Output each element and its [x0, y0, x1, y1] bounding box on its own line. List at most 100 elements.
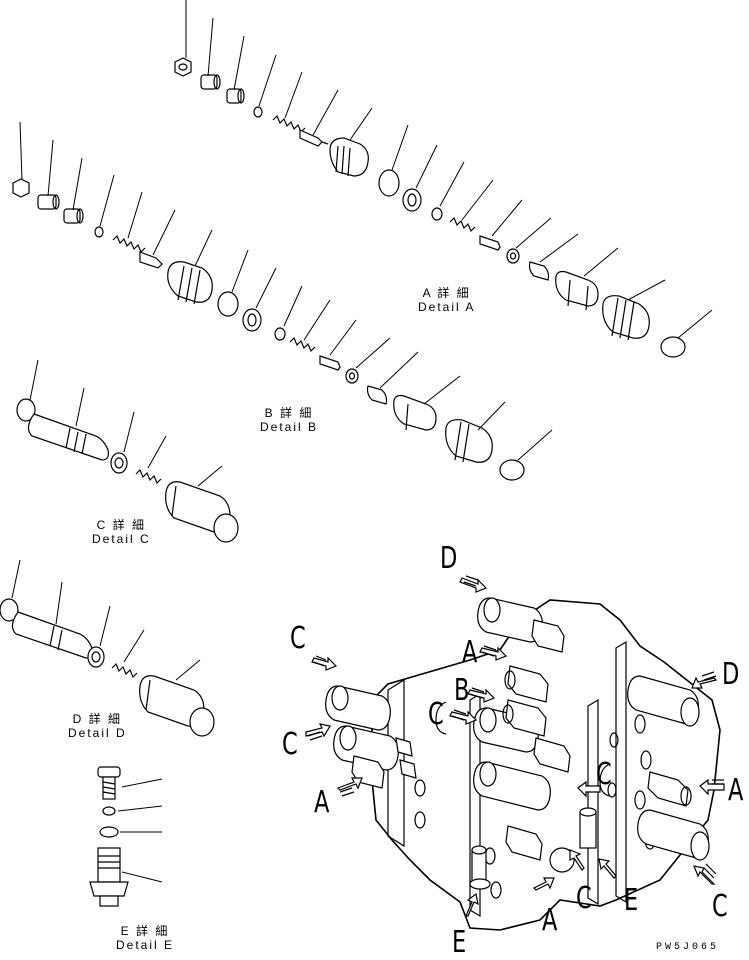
cartridge-part	[393, 394, 437, 431]
arrow-b	[467, 687, 496, 703]
nut-part	[174, 57, 192, 77]
arrow-c-left	[305, 723, 331, 741]
callout-arrows	[305, 575, 725, 917]
arrow-e-bottom	[465, 892, 479, 917]
spring-part	[111, 662, 138, 679]
bushing-part	[63, 208, 84, 224]
callout-a-right: A	[728, 773, 744, 808]
o-ring-part	[660, 336, 686, 358]
detail-a-en: Detail A	[418, 300, 476, 314]
arrow-c-bottom-right	[693, 863, 717, 885]
detail-a-parts	[174, 0, 713, 358]
arrow-c-left-top	[311, 655, 338, 671]
detail-e-parts	[89, 766, 163, 907]
arrow-c-bottom	[569, 849, 585, 871]
arrow-a-right	[699, 778, 725, 796]
ring-part	[431, 207, 443, 221]
callout-c-bottom-right: C	[712, 889, 728, 924]
detail-c-jp: C 詳 細	[96, 518, 147, 532]
detail-b-en: Detail B	[260, 420, 319, 434]
callout-c-left: C	[282, 727, 298, 762]
washer-part	[402, 188, 422, 212]
cartridge-part	[555, 270, 599, 311]
callout-a-mid: A	[462, 635, 478, 670]
plugs-e	[469, 807, 597, 890]
callout-b: B	[454, 673, 470, 708]
poppet-part	[299, 129, 329, 147]
washer-part	[506, 248, 520, 264]
callout-e-bottom: E	[452, 925, 467, 960]
bolt-part	[97, 766, 121, 800]
detail-c-label: C 詳 細 Detail C	[92, 518, 151, 546]
detail-b-parts	[12, 121, 553, 481]
arrow-c-mid	[449, 709, 478, 725]
cap-part	[165, 481, 239, 543]
arrow-a-left	[336, 777, 363, 797]
poppet-part	[139, 251, 163, 269]
spring-part	[112, 234, 146, 254]
o-ring-part	[99, 826, 119, 838]
o-ring-part	[16, 398, 36, 422]
bushing-part	[226, 88, 245, 104]
pin-part	[479, 235, 501, 251]
ring-part	[253, 106, 263, 118]
inner-c-mark	[599, 763, 611, 797]
cap-part	[139, 675, 215, 737]
callout-e-bottom-right: E	[624, 883, 639, 918]
arrow-d-right	[691, 671, 718, 689]
plug-part	[602, 295, 650, 341]
arrow-c-right-mid	[577, 780, 601, 798]
callout-a-bottom: A	[542, 903, 558, 938]
o-ring-part	[499, 459, 525, 481]
o-ring-part	[378, 169, 400, 197]
detail-d-en: Detail D	[68, 726, 127, 740]
callout-c-mid: C	[428, 697, 444, 732]
drawing-code: PW5J065	[656, 942, 720, 953]
detail-d-jp: D 詳 細	[72, 712, 123, 726]
detail-e-jp: E 詳 細	[120, 924, 170, 938]
detail-d-label: D 詳 細 Detail D	[68, 712, 127, 740]
detail-e-en: Detail E	[116, 938, 175, 952]
ring-part	[102, 806, 116, 816]
main-valve-body	[325, 597, 721, 931]
detail-d-parts	[0, 559, 215, 737]
callout-a-left: A	[314, 785, 330, 820]
callout-c-bottom: C	[576, 881, 592, 916]
ring-part	[274, 327, 286, 341]
sleeve-part	[366, 385, 388, 405]
detail-c-parts	[16, 359, 239, 543]
relief-valves	[351, 619, 692, 861]
plug-part	[329, 137, 369, 177]
o-ring-part	[0, 598, 19, 622]
washer-part	[87, 646, 105, 668]
pin-part	[319, 355, 341, 371]
callout-d-top: D	[440, 541, 458, 576]
inner-c-mark	[435, 701, 447, 735]
washer-part	[345, 368, 359, 384]
arrow-a-mid	[479, 645, 508, 661]
callout-d-right: D	[722, 657, 740, 692]
arrow-d-top	[459, 575, 488, 593]
o-ring-part	[217, 291, 239, 317]
plug-part	[89, 847, 129, 907]
detail-a-jp: A 詳 細	[422, 286, 471, 300]
detail-e-label: E 詳 細 Detail E	[116, 924, 174, 952]
spring-part	[289, 336, 316, 353]
spring-part	[135, 468, 162, 485]
arrow-a-bottom	[532, 877, 555, 891]
nut-part	[12, 178, 30, 198]
spring-part	[272, 114, 306, 134]
washer-part	[110, 452, 128, 474]
washer-part	[242, 308, 262, 332]
ring-part	[94, 226, 104, 238]
arrow-e-bottom-right	[598, 858, 617, 879]
sleeve-part	[528, 261, 550, 281]
bushing-part	[200, 74, 221, 90]
detail-a-label: A 詳 細 Detail A	[418, 286, 475, 314]
bushing-part	[37, 194, 60, 210]
spring-part	[449, 216, 476, 233]
plug-part	[445, 419, 493, 463]
plug-part	[167, 261, 213, 305]
detail-b-jp: B 詳 細	[264, 406, 314, 420]
